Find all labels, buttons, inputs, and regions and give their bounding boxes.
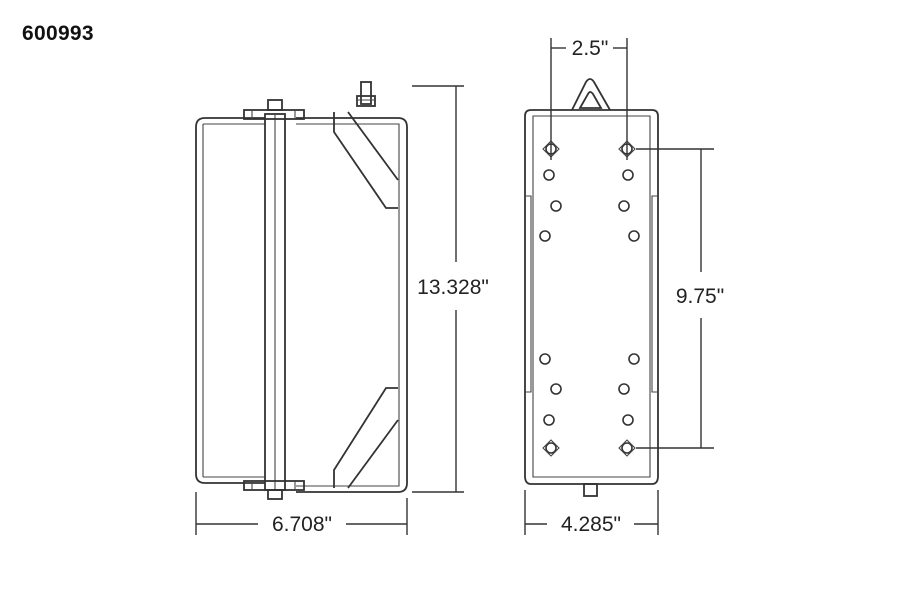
- side-view-body: [195, 117, 265, 484]
- dimension-side-height: [412, 85, 464, 493]
- side-view-frame-right: [296, 117, 408, 493]
- label-side-width: 6.708": [272, 513, 332, 536]
- front-view: 2.5" 9.75" 4.285": [524, 37, 724, 536]
- dimension-front-width: [524, 490, 659, 535]
- dimension-hole-spacing-horizontal: [550, 38, 628, 160]
- lower-bracket: [333, 387, 399, 489]
- label-front-width: 4.285": [561, 513, 621, 536]
- bottom-hinge-bolt: [243, 480, 305, 500]
- front-plate: [524, 109, 659, 485]
- part-number: 600993: [22, 22, 94, 45]
- label-hole-spacing-vertical: 9.75": [676, 285, 724, 308]
- label-hole-spacing-horizontal: 2.5": [572, 37, 609, 60]
- label-side-height: 13.328": [417, 276, 489, 299]
- dimension-hole-spacing-vertical: [636, 148, 714, 449]
- mounting-holes: [539, 140, 640, 457]
- eye-lug: [571, 78, 611, 111]
- upper-bracket: [333, 111, 399, 209]
- top-hinge-bolt: [243, 99, 305, 120]
- side-view: 13.328" 6.708": [195, 81, 489, 536]
- bottom-stub: [583, 483, 598, 497]
- dimension-side-width: [195, 492, 408, 535]
- top-pin: [356, 81, 376, 107]
